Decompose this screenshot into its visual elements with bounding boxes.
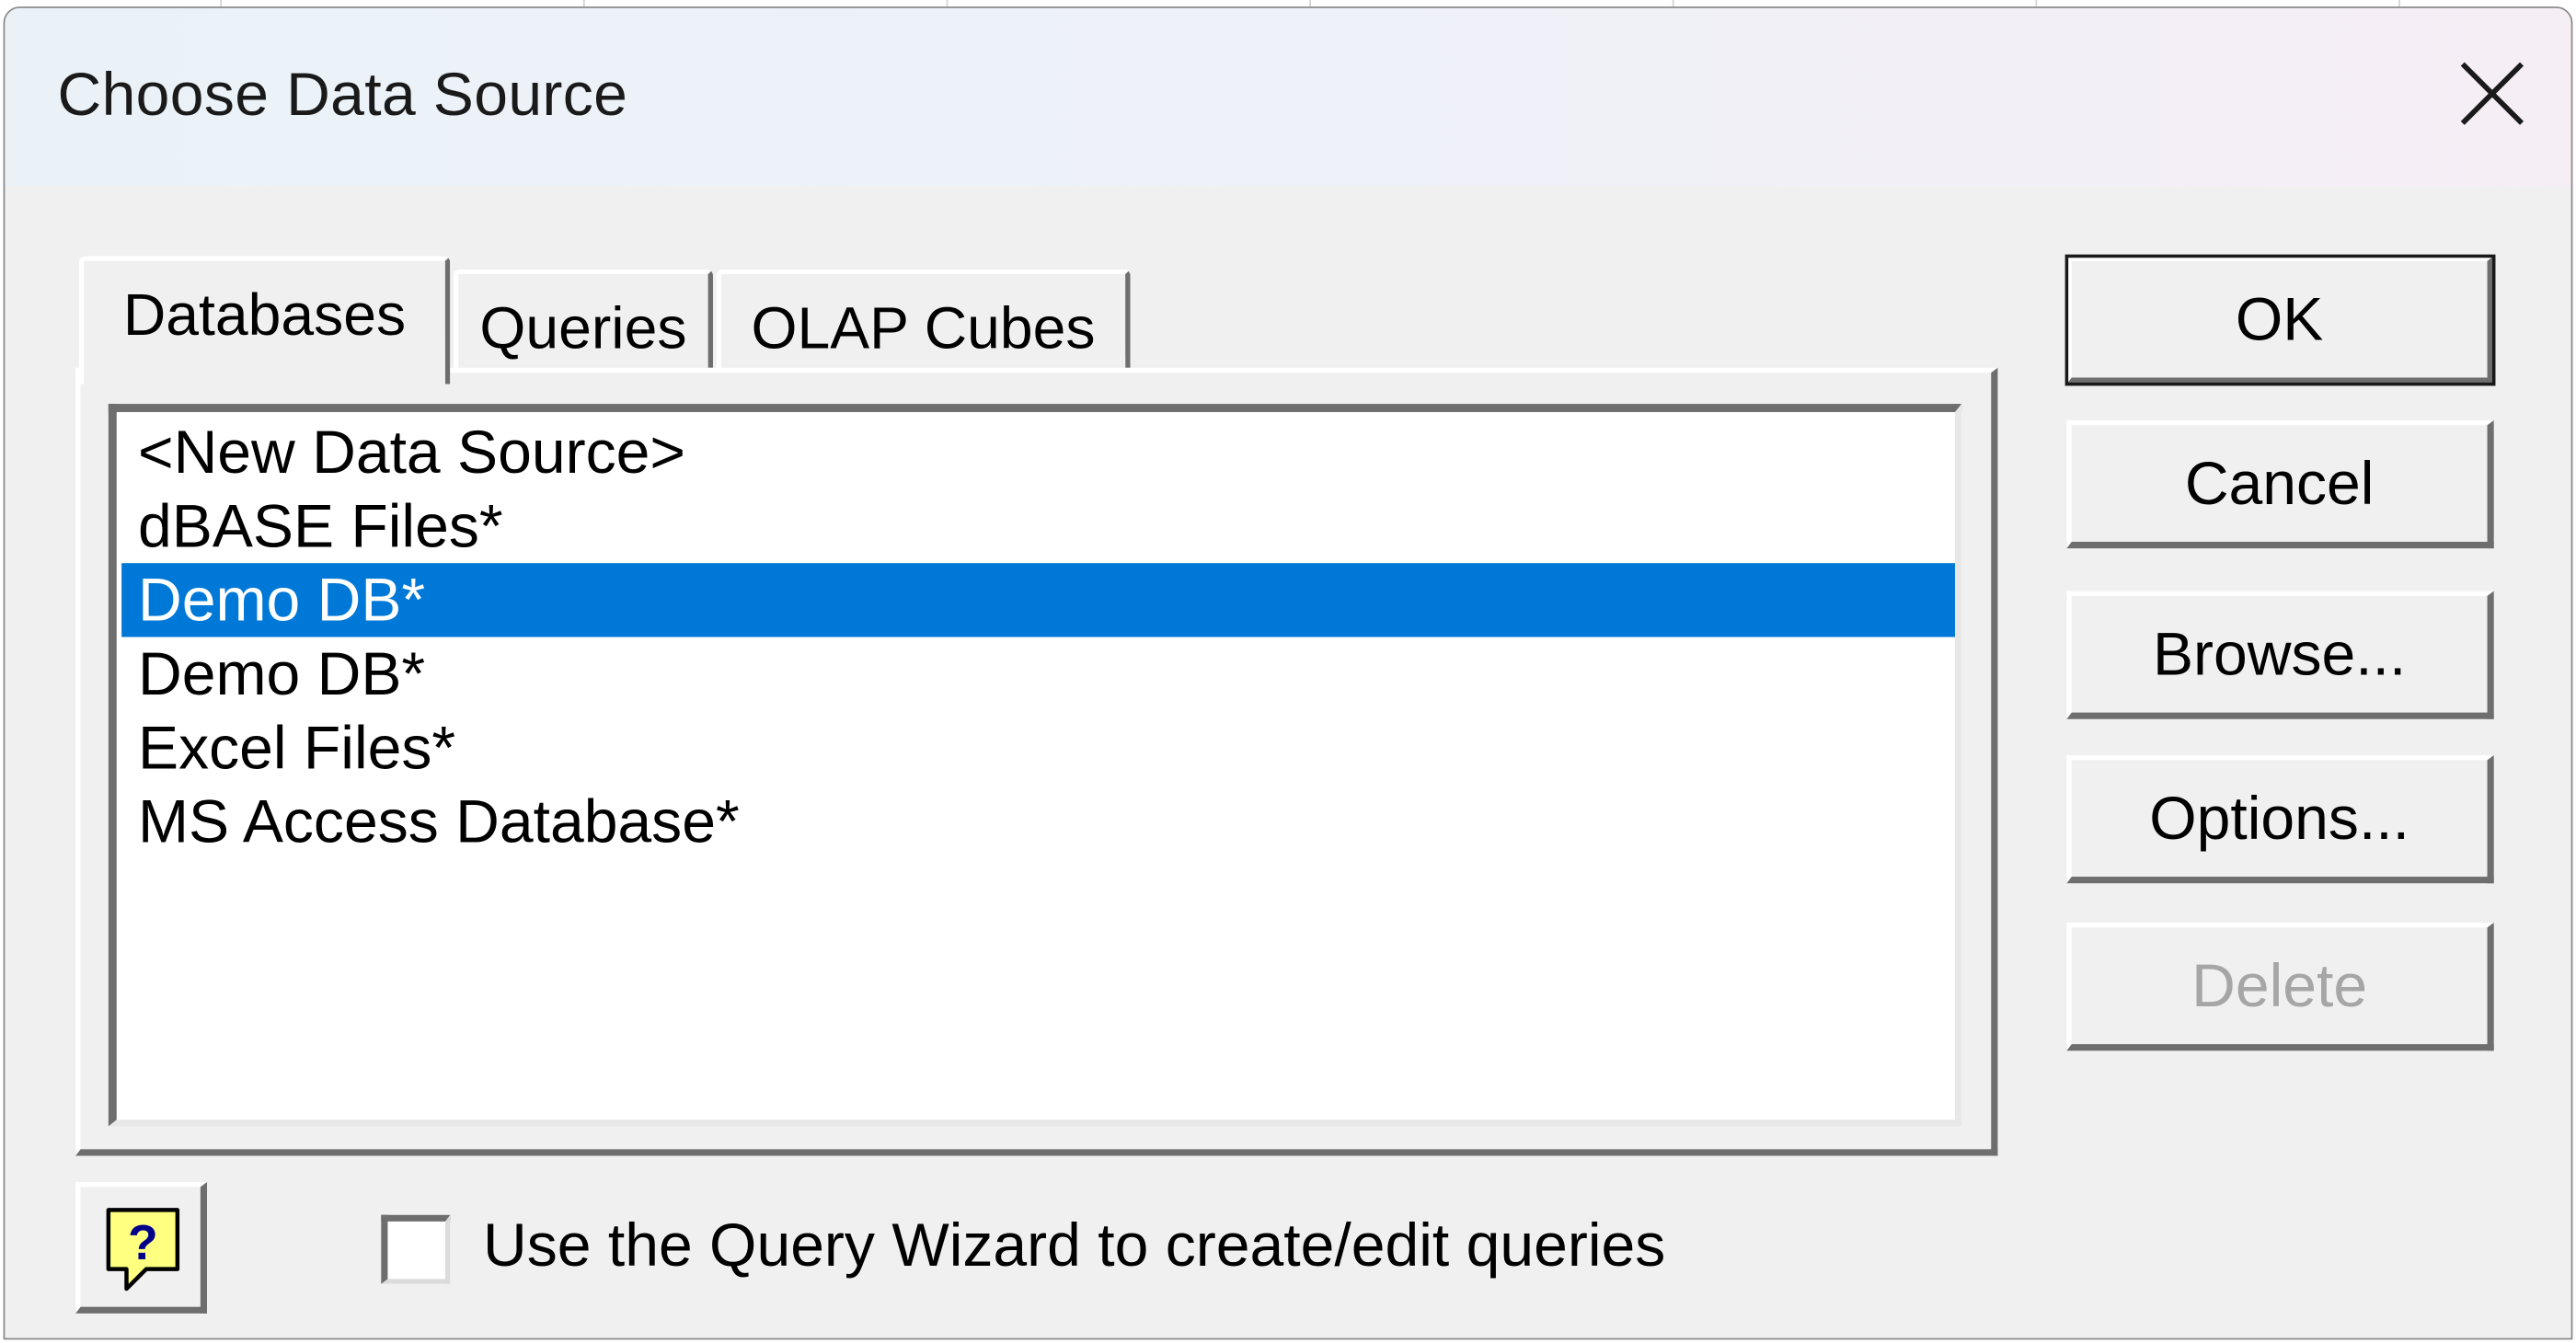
grid-line [220,0,223,10]
browse-button[interactable]: Browse... [2066,591,2494,719]
window-title: Choose Data Source [57,61,628,129]
title-bar[interactable]: Choose Data Source [5,7,2571,186]
tab-queries-label: Queries [479,293,687,362]
list-item[interactable]: MS Access Database* [137,787,740,855]
tab-queries[interactable]: Queries [453,269,713,372]
list-item[interactable]: Excel Files* [137,714,456,782]
close-icon [2460,62,2524,125]
tab-olap-cubes-label: OLAP Cubes [751,293,1096,362]
tab-databases[interactable]: Databases [78,256,451,385]
svg-text:?: ? [128,1216,158,1270]
list-item-selected[interactable]: Demo DB* [121,563,1955,637]
grid-line [946,0,949,10]
data-source-list[interactable]: <New Data Source> dBASE Files* Demo DB* … [108,404,1962,1127]
query-wizard-label[interactable]: Use the Query Wizard to create/edit quer… [482,1211,1666,1280]
grid-line [582,0,585,10]
help-button[interactable]: ? [75,1182,207,1314]
cancel-button[interactable]: Cancel [2066,419,2494,549]
grid-line [2398,0,2400,10]
options-button[interactable]: Options... [2066,755,2494,884]
delete-button[interactable]: Delete [2066,923,2494,1051]
list-item[interactable]: dBASE Files* [137,492,503,560]
close-button[interactable] [2443,44,2541,143]
ok-button[interactable]: OK [2064,254,2496,386]
tab-olap-cubes[interactable]: OLAP Cubes [716,269,1131,372]
tab-databases-label: Databases [122,281,407,349]
list-item[interactable]: <New Data Source> [137,419,685,487]
list-item[interactable]: Demo DB* [137,640,426,708]
grid-line [1309,0,1311,10]
grid-line [2035,0,2038,10]
data-source-items: <New Data Source> dBASE Files* Demo DB* … [121,416,1955,859]
grid-line [1672,0,1674,10]
help-question-icon: ? [106,1208,180,1291]
query-wizard-checkbox[interactable] [381,1214,451,1284]
